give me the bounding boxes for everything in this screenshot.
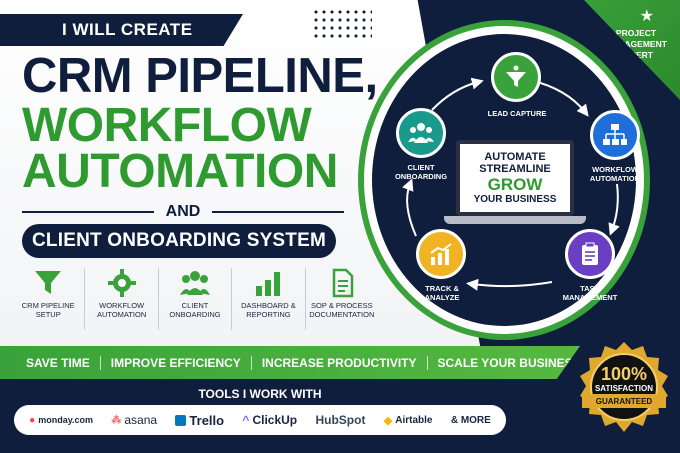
header-ribbon: I WILL CREATE (0, 14, 243, 46)
client-label: CLIENT ONBOARDING (394, 163, 448, 182)
laptop-line-4: YOUR BUSINESS (473, 193, 557, 205)
lead-capture-label: LEAD CAPTURE (487, 109, 547, 118)
tools-section: TOOLS I WORK WITH ● monday.com ⁂ asana T… (0, 379, 680, 453)
tool-more: & MORE (451, 415, 491, 426)
badge-line-1: SATISFACTION (594, 384, 654, 393)
clickup-logo-icon: ^ (242, 413, 250, 427)
feature-label: SOP & PROCESS DOCUMENTATION (309, 301, 375, 320)
decorative-dots (312, 8, 372, 40)
feature-item: WORKFLOW AUTOMATION (85, 268, 159, 330)
task-label: TASK MANAGEMENT (562, 284, 618, 303)
cycle-arrows (402, 77, 620, 291)
tool-label: Trello (189, 412, 225, 428)
trello-logo-icon (175, 414, 187, 426)
workflow-node (590, 110, 640, 160)
satisfaction-badge: 100% SATISFACTION GUARANTEED (574, 340, 674, 440)
benefit-item: SAVE TIME (16, 355, 101, 370)
feature-item: CRM PIPELINE SETUP (12, 268, 86, 330)
feature-list: CRM PIPELINE SETUP WORKFLOW AUTOMATION C… (12, 268, 378, 330)
tools-row: ● monday.com ⁂ asana Trello ^ ClickUp Hu… (14, 405, 506, 435)
ribbon-text: I WILL CREATE (62, 20, 193, 39)
laptop-screen: AUTOMATE STREAMLINE GROW YOUR BUSINESS (456, 140, 574, 216)
lead-capture-node (491, 52, 541, 102)
headline-line-2: WORKFLOW (22, 99, 312, 152)
tool-hubspot: HubSpot (315, 413, 365, 427)
task-node (565, 229, 615, 279)
badge-seal-icon (580, 342, 668, 432)
bar-chart-icon (256, 272, 281, 296)
airtable-logo-icon: ◆ (383, 414, 393, 427)
badge-line-2: GUARANTEED (595, 397, 653, 406)
track-label: TRACK & ANALYZE (424, 284, 460, 303)
star-icon: ★ (639, 8, 654, 25)
subtitle-pill: CLIENT ONBOARDING SYSTEM (22, 224, 336, 258)
and-divider: AND (22, 203, 345, 221)
tool-trello: Trello (175, 413, 224, 428)
tool-label: asana (124, 413, 158, 427)
funnel-users-icon (506, 65, 526, 87)
tool-clickup: ^ ClickUp (242, 413, 297, 427)
growth-chart-icon (430, 243, 452, 265)
tool-airtable: ◆ Airtable (384, 414, 433, 427)
asana-logo-icon: ⁂ (111, 414, 122, 426)
laptop-line-1: AUTOMATE (484, 150, 546, 163)
feature-label: DASHBOARD & REPORTING (241, 301, 296, 320)
client-node (396, 108, 446, 158)
divider-line (22, 211, 154, 213)
pill-text: CLIENT ONBOARDING SYSTEM (31, 230, 327, 251)
feature-item: DASHBOARD & REPORTING (232, 268, 306, 330)
benefit-item: SCALE YOUR BUSINESS (437, 355, 581, 370)
gear-icon (107, 269, 136, 297)
tool-monday: ● monday.com (29, 415, 93, 426)
badge-percent: 100% (600, 364, 648, 384)
laptop-base (444, 216, 586, 224)
funnel-icon (35, 271, 62, 294)
users-icon (408, 123, 434, 143)
tool-label: monday.com (38, 415, 94, 425)
and-text: AND (165, 203, 201, 220)
tool-label: ClickUp (252, 413, 298, 427)
benefit-item: IMPROVE EFFICIENCY (101, 355, 252, 370)
feature-label: CRM PIPELINE SETUP (21, 301, 75, 320)
monday-logo-icon: ● (29, 414, 36, 426)
feature-label: WORKFLOW AUTOMATION (96, 301, 147, 320)
feature-item: SOP & PROCESS DOCUMENTATION (306, 268, 378, 330)
tool-label: HubSpot (315, 413, 366, 427)
tool-asana: ⁂ asana (111, 413, 157, 427)
tools-title: TOOLS I WORK WITH (198, 387, 322, 401)
tool-label: & MORE (450, 414, 491, 426)
headline-line-1: CRM PIPELINE, (22, 49, 378, 103)
workflow-icon (603, 124, 627, 145)
workflow-label: WORKFLOW AUTOMATION (589, 165, 641, 184)
laptop-line-3: GROW (487, 174, 543, 194)
feature-label: CLIENT ONBOARDING (169, 301, 221, 320)
benefits-bar: SAVE TIME IMPROVE EFFICIENCY INCREASE PR… (0, 346, 580, 379)
clipboard-icon (582, 242, 598, 265)
laptop-line-2: STREAMLINE (479, 163, 551, 176)
benefit-item: INCREASE PRODUCTIVITY (252, 355, 428, 370)
divider-line (212, 211, 345, 213)
tool-label: Airtable (395, 414, 433, 426)
users-icon (180, 271, 211, 295)
track-node (416, 229, 466, 279)
document-icon (332, 268, 354, 298)
feature-item: CLIENT ONBOARDING (159, 268, 233, 330)
headline-line-3: AUTOMATION (22, 145, 338, 198)
